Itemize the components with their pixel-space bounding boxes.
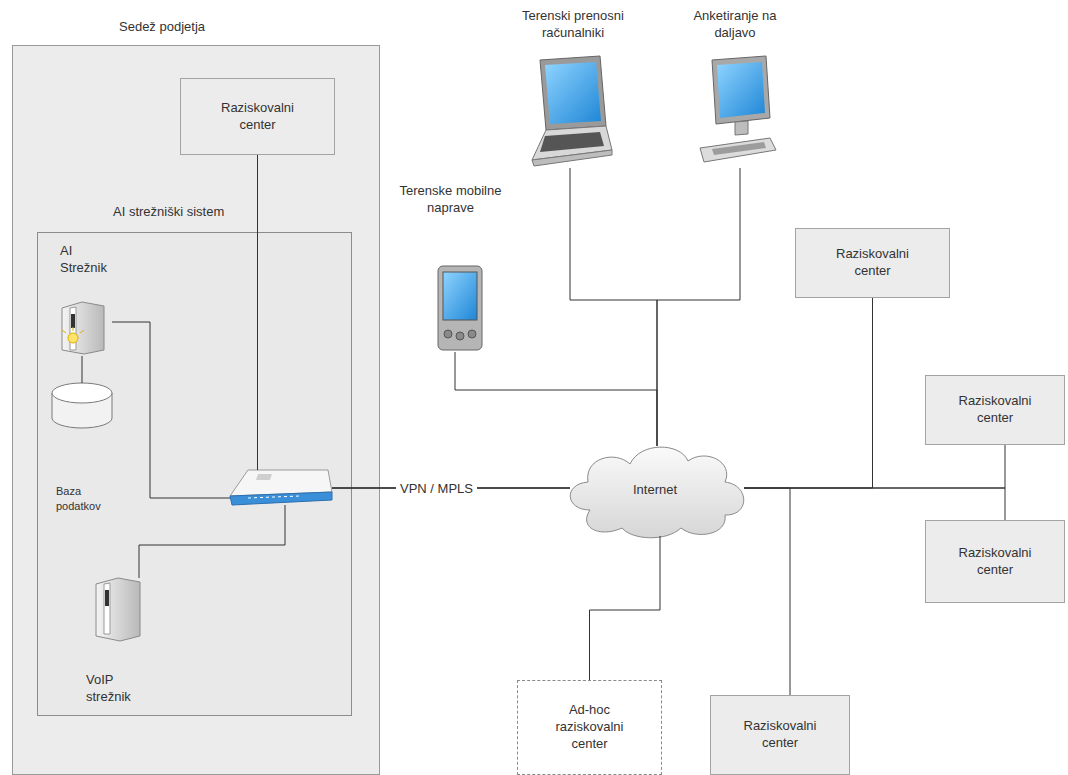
network-link (82, 356, 83, 383)
center-box: Raziskovalni center (710, 695, 850, 775)
network-link (455, 352, 657, 446)
network-link (590, 536, 661, 680)
device-label: Anketiranje na daljavo (690, 8, 780, 42)
center-box: Raziskovalni center (925, 520, 1065, 603)
cloud-label: Internet (633, 482, 677, 499)
device-label: VoIP strežnik (86, 672, 148, 706)
center-label: Raziskovalni center (823, 246, 923, 280)
center-box: Raziskovalni center (925, 375, 1065, 445)
database-icon (52, 383, 112, 428)
device-label: Terenski prenosni računalniki (498, 8, 648, 42)
center-label: Ad-hoc raziskovalni center (547, 702, 632, 753)
network-link (657, 168, 740, 446)
center-label: Raziskovalni center (730, 718, 830, 752)
network-link (258, 155, 571, 488)
device-label: Terenske mobilne naprave (393, 183, 508, 217)
region-title: AI strežniški sistem (113, 204, 224, 219)
network-link (112, 322, 570, 498)
adhoc-box: Ad-hoc raziskovalni center (517, 680, 662, 775)
server-icon (62, 302, 104, 354)
region-title: Sedež podjetja (119, 19, 205, 34)
laptop-icon (532, 56, 612, 166)
center-label: Raziskovalni center (945, 545, 1045, 579)
center-label: Raziskovalni center (945, 393, 1045, 427)
network-link (744, 298, 873, 488)
network-link (570, 168, 657, 446)
cloud-node: Internet (560, 440, 750, 540)
network-link (744, 488, 790, 695)
network-link (139, 488, 570, 578)
network-link (744, 445, 1005, 488)
server-icon (96, 578, 140, 641)
center-box: Raziskovalni center (180, 78, 335, 155)
device-label: AI Strežnik (60, 243, 118, 277)
router-icon (230, 470, 332, 505)
network-link (744, 488, 1005, 520)
center-box: Raziskovalni center (795, 228, 950, 298)
mobile-device-icon (438, 266, 482, 350)
monitor-icon (700, 56, 776, 162)
link-label: VPN / MPLS (396, 481, 477, 496)
device-label: Baza podatkov (56, 484, 118, 513)
center-label: Raziskovalni center (208, 100, 308, 134)
